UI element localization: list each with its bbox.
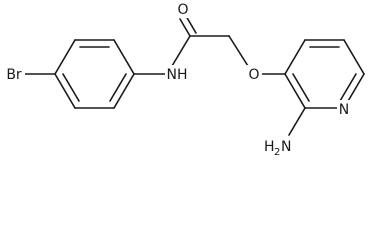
bond-ring1-3: [113, 39, 135, 75]
amino-h-label: H: [264, 139, 275, 155]
bond-ring1-inner-c: [62, 73, 80, 102]
carbonyl-oxygen-label: O: [177, 2, 188, 18]
bond-ring2-inner-b: [339, 73, 357, 102]
pyridine-nitrogen-label: N: [339, 102, 349, 118]
bond-ring2-3: [343, 39, 365, 75]
amide-nh-label: NH: [167, 67, 188, 83]
bond-c-nh2: [288, 107, 306, 136]
bond-ring2-6: [284, 73, 306, 109]
ether-oxygen-label: O: [248, 67, 259, 83]
bond-ring1-1: [54, 39, 76, 75]
amino-nitrogen-label: N: [281, 139, 291, 155]
bond-ring1-4: [113, 73, 135, 109]
bond-carbonyl-2: [185, 15, 197, 34]
atom-labels: Br O NH O N H 2 N: [3, 1, 352, 157]
bond-nh-c: [171, 35, 191, 67]
bond-ring2-inner-c: [292, 73, 310, 102]
amino-h-count-label: 2: [274, 147, 280, 157]
molecule-structure-diagram: Br O NH O N H 2 N: [3, 1, 365, 157]
bond-ch2-o: [228, 35, 249, 67]
bond-ring1-6: [54, 73, 76, 109]
bond-ring1-inner-b: [109, 73, 127, 102]
bond-carbonyl-1: [179, 18, 191, 37]
bromine-label: Br: [6, 67, 22, 83]
bond-ring2-1: [284, 39, 306, 75]
bond-lines: [21, 15, 365, 136]
